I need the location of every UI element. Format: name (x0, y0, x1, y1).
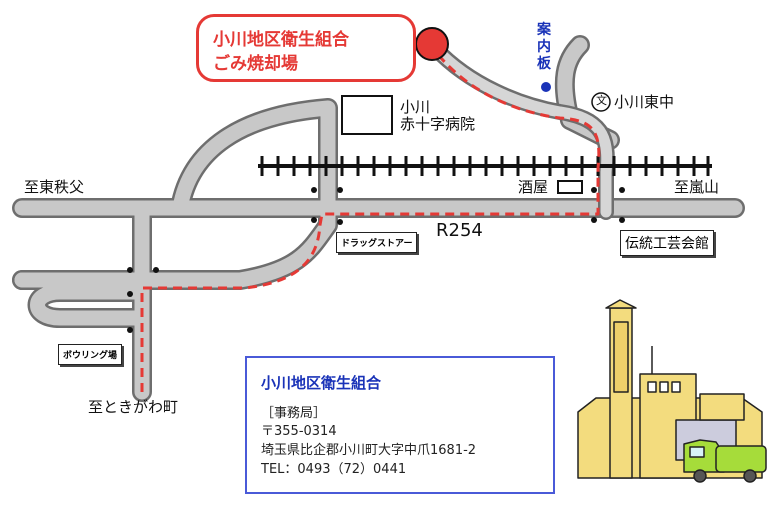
school-label: 小川東中 (614, 93, 675, 111)
hospital-building (341, 95, 393, 135)
hospital-label-line1: 小川 (400, 98, 431, 116)
to-higashichichibu-label: 至東秩父 (24, 178, 85, 196)
destination-marker-icon (415, 27, 449, 61)
sakaya-label: 酒屋 (518, 178, 549, 196)
school-icon: 文 (596, 94, 607, 107)
info-address: 埼玉県比企郡小川町大字中爪1681-2 (261, 443, 477, 458)
drugstore-label: ドラッグストアー (336, 232, 418, 253)
crafts-hall-label: 伝統工芸会館 (620, 230, 714, 256)
info-postal: 〒355-0314 (261, 424, 337, 439)
facility-callout: 小川地区衛生組合 ごみ焼却場 (196, 14, 416, 82)
guide-board-marker-icon (541, 82, 551, 92)
guide-board-label: 案内板 (537, 22, 551, 72)
bowling-label: ボウリング場 (58, 344, 123, 365)
route-line (140, 51, 601, 392)
facility-name: 小川地区衛生組合 (213, 30, 349, 50)
route-label: R254 (436, 220, 483, 241)
garbage-truck-icon (683, 439, 767, 483)
railway-icon (258, 156, 712, 176)
info-tel: TEL：0493（72）0441 (261, 462, 407, 477)
facility-subname: ごみ焼却場 (213, 54, 298, 74)
intersection-dots (127, 187, 625, 333)
to-ranzan-label: 至嵐山 (674, 178, 720, 196)
info-office: ［事務局］ (261, 406, 327, 421)
sakaya-building (557, 180, 583, 194)
info-title: 小川地区衛生組合 (261, 374, 382, 392)
to-tokigawa-label: 至ときがわ町 (88, 398, 179, 416)
hospital-label-line2: 赤十字病院 (400, 115, 476, 133)
info-box: 小川地区衛生組合 ［事務局］ 〒355-0314 埼玉県比企郡小川町大字中爪16… (245, 356, 555, 494)
